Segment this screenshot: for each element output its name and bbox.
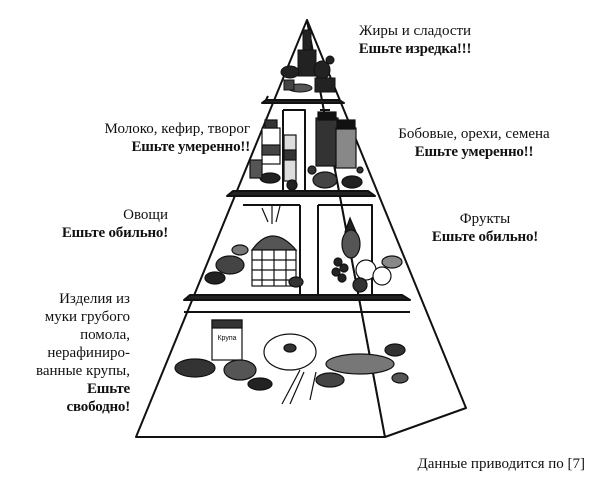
dairy-advice: Ешьте умеренно!! — [131, 139, 250, 155]
beans-name: Бобовые, орехи, семена — [398, 126, 550, 142]
label-fats: Жиры и сладости Ешьте изредка!!! — [340, 22, 490, 58]
fats-advice: Ешьте изредка!!! — [358, 41, 472, 57]
grains-name-line: муки грубого — [44, 309, 130, 325]
sweets-bottles-icon — [280, 29, 336, 93]
dairy-name: Молоко, кефир, творог — [104, 121, 250, 137]
label-fruit: Фрукты Ешьте обильно! — [410, 210, 560, 246]
grains-advice-line: Ешьте — [86, 381, 130, 397]
label-dairy: Молоко, кефир, творог Ешьте умеренно!! — [28, 120, 251, 156]
grains-name-line: нерафиниро- — [47, 345, 130, 361]
grains-name-line: Изделия из — [59, 291, 130, 307]
fats-name: Жиры и сладости — [358, 23, 472, 39]
source-footnote: Данные приводится по [7] — [417, 456, 585, 472]
fruit-name: Фрукты — [459, 211, 511, 227]
grains-advice-line: свободно! — [66, 399, 131, 415]
grains-name-line: помола, — [80, 327, 130, 343]
beans-advice: Ешьте умеренно!! — [414, 144, 534, 160]
label-beans: Бобовые, орехи, семена Ешьте умеренно!! — [383, 125, 565, 161]
label-veg: Овощи Ешьте обильно! — [28, 206, 168, 242]
veg-advice: Ешьте обильно! — [61, 225, 168, 241]
milk-cartons-icon — [249, 119, 298, 191]
fruit-pile-icon — [331, 216, 403, 293]
vegetable-basket-icon — [204, 204, 304, 288]
veg-name: Овощи — [123, 207, 168, 223]
bread-grains-icon: Крупа — [174, 319, 409, 405]
jars-nuts-icon — [307, 111, 364, 189]
tier-shelves — [183, 99, 411, 301]
cereal-box-label: Крупа — [217, 335, 236, 342]
fruit-advice: Ешьте обильно! — [431, 229, 539, 245]
grains-name-line: ванные крупы, — [35, 363, 130, 379]
label-grains: Изделия из муки грубого помола, нерафини… — [10, 290, 130, 416]
